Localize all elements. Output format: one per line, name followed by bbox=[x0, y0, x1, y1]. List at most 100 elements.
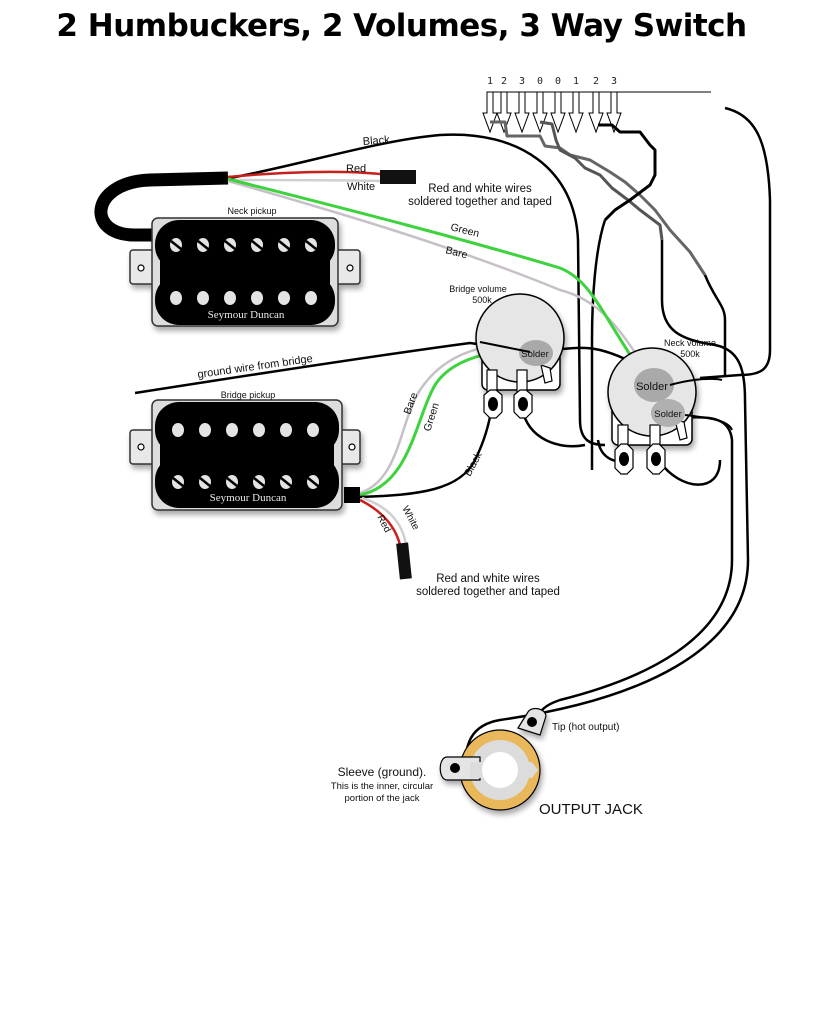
neck-vol-out-wire bbox=[533, 416, 734, 723]
neck-tape-note-2: soldered together and taped bbox=[408, 196, 552, 208]
bridge-red-wire bbox=[359, 498, 402, 546]
ground-wire-label: ground wire from bridge bbox=[197, 353, 314, 381]
bridge-black-wire bbox=[359, 404, 494, 499]
switch-lug-number: 3 bbox=[519, 76, 525, 87]
switch-lug-number: 1 bbox=[487, 76, 493, 87]
neck-pickup-cable bbox=[94, 171, 229, 242]
bridge-solder-label: Solder bbox=[521, 349, 548, 360]
switch-lug-arrow bbox=[532, 91, 548, 134]
switch-lug-number: 2 bbox=[593, 76, 599, 87]
switch-right-wire bbox=[703, 274, 727, 375]
switch-lug-arrow bbox=[482, 91, 498, 134]
screw-slot bbox=[253, 477, 265, 487]
jack-sleeve-label-1: Sleeve (ground). bbox=[338, 765, 427, 779]
bridge-pickup-label: Bridge pickup bbox=[221, 390, 276, 400]
bridge-white-label: White bbox=[399, 504, 421, 532]
switch-to-neck-vol-wire bbox=[590, 219, 607, 470]
switch-wires bbox=[490, 120, 707, 276]
screw-slot bbox=[170, 240, 182, 250]
neck-brand-label: Seymour Duncan bbox=[208, 309, 285, 321]
screw-slot bbox=[199, 477, 211, 487]
neck-volume-value: 500k bbox=[680, 349, 700, 359]
neck-tape bbox=[380, 170, 416, 184]
screw-slot bbox=[280, 477, 292, 487]
diagram-title: 2 Humbuckers, 2 Volumes, 3 Way Switch bbox=[56, 8, 747, 44]
neck-solder-blob-bottom bbox=[651, 399, 685, 427]
neck-pickup-pole bbox=[278, 291, 290, 305]
bridge-wire-boot bbox=[344, 487, 360, 503]
screw-slot bbox=[224, 240, 236, 250]
bridge-volume-value: 500k bbox=[472, 295, 492, 305]
neck-tape-note-1: Red and white wires bbox=[428, 183, 532, 195]
neck-pickup-pole bbox=[251, 291, 263, 305]
switch-lug-arrow bbox=[588, 91, 604, 134]
screw-slot bbox=[172, 477, 184, 487]
neck-bare-wire bbox=[227, 179, 642, 361]
ground-wire bbox=[134, 341, 521, 395]
switch-lug-arrow bbox=[496, 91, 512, 134]
jack-sleeve-label-3: portion of the jack bbox=[345, 793, 420, 804]
switch-ground-wire bbox=[463, 240, 750, 771]
bridge-pickup-pole bbox=[199, 423, 211, 437]
right-loop-wire bbox=[699, 106, 772, 380]
bridge-pickup-pole bbox=[226, 423, 238, 437]
switch-wire-black-top bbox=[598, 123, 657, 222]
bridge-bare-wire bbox=[359, 343, 501, 495]
neck-red-label: Red bbox=[346, 163, 366, 175]
bridge-brand-label: Seymour Duncan bbox=[210, 492, 287, 504]
bridge-pickup-pole bbox=[280, 423, 292, 437]
output-jack-label: OUTPUT JACK bbox=[539, 801, 643, 818]
bridge-tape-note-1: Red and white wires bbox=[436, 573, 540, 585]
bridge-bare-label: Bare bbox=[402, 391, 421, 416]
jack-sleeve-label-2: This is the inner, circular bbox=[331, 781, 433, 792]
bridge-black-label: Black bbox=[462, 449, 485, 478]
screw-slot bbox=[197, 240, 209, 250]
screw-slot bbox=[305, 240, 317, 250]
neck-pickup-pole bbox=[224, 291, 236, 305]
neck-bare-label: Bare bbox=[444, 244, 469, 261]
bridge-red-label: Red bbox=[374, 513, 392, 534]
bridge-pickup-pole bbox=[307, 423, 319, 437]
jack-tip-label: Tip (hot output) bbox=[552, 722, 619, 733]
switch-lug-number: 3 bbox=[611, 76, 617, 87]
switch-wire-gray-1 bbox=[490, 120, 707, 276]
switch-wire-gray-2 bbox=[539, 120, 664, 241]
neck-pickup-pole bbox=[170, 291, 182, 305]
neck-pickup-label: Neck pickup bbox=[227, 206, 276, 216]
bridge-tape bbox=[396, 542, 412, 580]
neck-solder-bottom-label: Solder bbox=[654, 409, 681, 420]
switch-lug-number: 0 bbox=[537, 76, 543, 87]
bridge-solder-blob bbox=[519, 340, 553, 366]
black-wires bbox=[134, 106, 772, 771]
screw-slot bbox=[251, 240, 263, 250]
neck-vol-lug-wire bbox=[658, 459, 722, 486]
screw-slot bbox=[278, 240, 290, 250]
bridge-pot-lug bbox=[540, 364, 553, 384]
bridge-volume-label: Bridge volume bbox=[449, 284, 507, 294]
bridge-pickup-pole bbox=[172, 423, 184, 437]
neck-green-wire bbox=[227, 177, 642, 371]
neck-solder-blob-top bbox=[634, 368, 674, 402]
neck-red-wire bbox=[227, 170, 381, 179]
bridge-tape-note-2: soldered together and taped bbox=[416, 586, 560, 598]
neck-pickup-pole bbox=[197, 291, 209, 305]
neck-pickup bbox=[94, 170, 642, 371]
output-jack bbox=[439, 707, 547, 811]
bridge-pickup-pole bbox=[253, 423, 265, 437]
bridge-pickup bbox=[129, 343, 521, 580]
neck-solder-top-label: Solder bbox=[636, 381, 668, 393]
switch-lug-arrow bbox=[514, 91, 530, 134]
neck-pickup-pole bbox=[305, 291, 317, 305]
switch-lug-number: 0 bbox=[555, 76, 561, 87]
screw-slot bbox=[307, 477, 319, 487]
neck-white-label: White bbox=[347, 181, 375, 193]
switch-lug-arrow bbox=[606, 91, 622, 134]
neck-white-wire bbox=[227, 178, 381, 183]
neck-black-label: Black bbox=[362, 134, 390, 148]
screw-slot bbox=[226, 477, 238, 487]
neck-volume-pot bbox=[607, 347, 733, 475]
neck-volume-label: Neck volume bbox=[664, 338, 716, 348]
switch-lug-number: 1 bbox=[573, 76, 579, 87]
